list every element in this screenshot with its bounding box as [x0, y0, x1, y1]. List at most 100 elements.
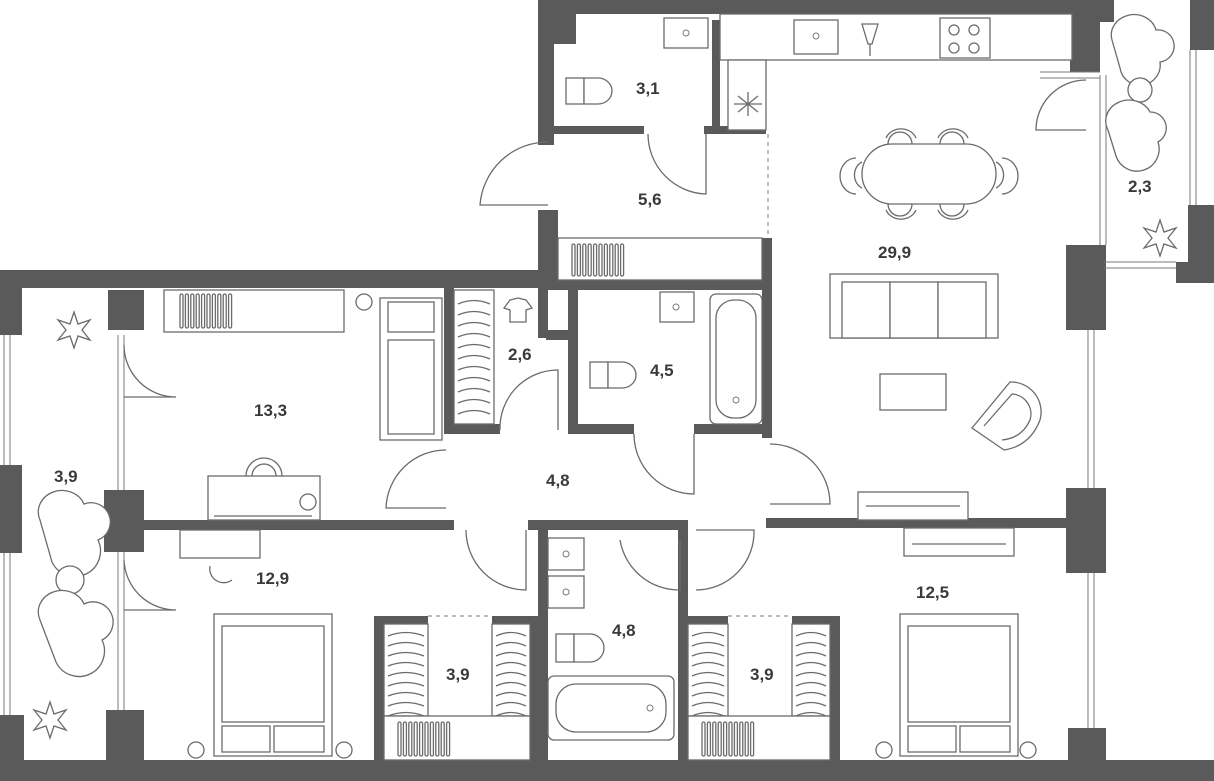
area-labels: 3,1 5,6 29,9 2,3 2,6 4,5 13,3 4,8 3,9 12… [54, 79, 1152, 684]
radiator-fin [706, 721, 712, 757]
hanger-line [795, 631, 827, 637]
doors [123, 79, 1087, 611]
hanger-line [691, 691, 725, 697]
hanger-line [495, 701, 527, 707]
area-label-balcony-left: 3,9 [54, 467, 78, 486]
radiator-fin [576, 243, 582, 277]
hanger-line [795, 711, 827, 717]
radiator-fin [582, 243, 587, 277]
radiator-fin [424, 721, 429, 757]
radiator-fin [598, 243, 603, 277]
hanger-line [495, 681, 527, 687]
hanger-stripes [179, 243, 827, 757]
radiator-fin [722, 721, 728, 757]
radiator-fin [408, 721, 413, 757]
radiator-fin [195, 293, 200, 329]
hanger-line [691, 651, 725, 657]
bedroom-right-furniture [875, 527, 1037, 759]
balcony-right-furniture [1105, 13, 1178, 259]
hanger-line [495, 691, 527, 697]
radiator-fin [609, 243, 614, 277]
hanger-line [457, 354, 491, 360]
radiator-fin [222, 293, 227, 329]
area-label-bedroom-top-left: 13,3 [254, 401, 287, 420]
radiator-fin [413, 721, 418, 757]
radiator-fin [717, 721, 722, 757]
hanger-line [387, 641, 425, 647]
hanger-line [457, 409, 491, 415]
hanger-line [495, 641, 527, 647]
hanger-line [387, 661, 425, 667]
hanger-line [457, 332, 491, 338]
hanger-line [457, 299, 491, 305]
area-label-wardrobe-small: 2,6 [508, 345, 532, 364]
area-label-bedroom-bottom-left: 12,9 [256, 569, 289, 588]
radiator-fin [701, 721, 706, 757]
plant-icon [56, 309, 92, 351]
hanger-line [795, 661, 827, 667]
hanger-line [495, 671, 527, 677]
hanger-line [495, 631, 527, 637]
hanger-line [387, 631, 425, 637]
hanger-line [457, 321, 491, 327]
hanger-line [691, 681, 725, 687]
area-label-balcony-right: 2,3 [1128, 177, 1152, 196]
radiator-fin [200, 293, 206, 329]
hanger-line [457, 376, 491, 382]
bedroom-top-left-furniture [163, 289, 443, 521]
radiator-fin [728, 721, 733, 757]
hanger-line [495, 651, 527, 657]
hanger-line [457, 398, 491, 404]
radiator-fin [179, 293, 184, 329]
hanger-line [795, 691, 827, 697]
radiator-fin [397, 721, 402, 757]
area-label-bedroom-right: 12,5 [916, 583, 949, 602]
hanger-line [387, 701, 425, 707]
radiator-fin [206, 293, 211, 329]
hanger-line [691, 711, 725, 717]
hanger-line [387, 651, 425, 657]
plant-icon [32, 699, 68, 741]
radiator-fin [592, 243, 598, 277]
area-label-wc-top: 3,1 [636, 79, 660, 98]
bedroom-bottom-left-furniture [179, 529, 353, 759]
hanger-line [457, 310, 491, 316]
radiator-fin [184, 293, 190, 329]
hanger-line [691, 701, 725, 707]
hanger-line [691, 661, 725, 667]
area-label-wardrobe-right: 3,9 [750, 665, 774, 684]
hanger-line [387, 681, 425, 687]
radiator-fin [744, 721, 749, 757]
radiator-fin [211, 293, 217, 329]
hanger-line [387, 711, 425, 717]
hanger-line [387, 691, 425, 697]
area-label-corridor: 4,8 [546, 471, 570, 490]
sofa [829, 273, 1042, 521]
kitchen-counter [719, 13, 1073, 131]
hanger-line [795, 681, 827, 687]
radiator-fin [733, 721, 739, 757]
plant-icon [1142, 217, 1178, 259]
radiator-fin [614, 243, 619, 277]
windows [3, 50, 1197, 728]
balcony-left-furniture [32, 309, 114, 741]
radiator-fin [587, 243, 592, 277]
radiator-fin [418, 721, 424, 757]
radiator-fin [749, 721, 755, 757]
dining-set [839, 128, 1019, 220]
radiator-fin [190, 293, 195, 329]
hanger-line [495, 661, 527, 667]
area-label-living-kitchen: 29,9 [878, 243, 911, 262]
hanger-line [457, 387, 491, 393]
radiator-fin [739, 721, 744, 757]
radiator-fin [712, 721, 717, 757]
area-label-bathroom-mid: 4,5 [650, 361, 674, 380]
hanger-line [795, 641, 827, 647]
hanger-line [795, 671, 827, 677]
bathroom-bottom-fixtures [547, 537, 675, 741]
area-label-wardrobe-left: 3,9 [446, 665, 470, 684]
hanger-line [387, 671, 425, 677]
radiator-fin [435, 721, 440, 757]
